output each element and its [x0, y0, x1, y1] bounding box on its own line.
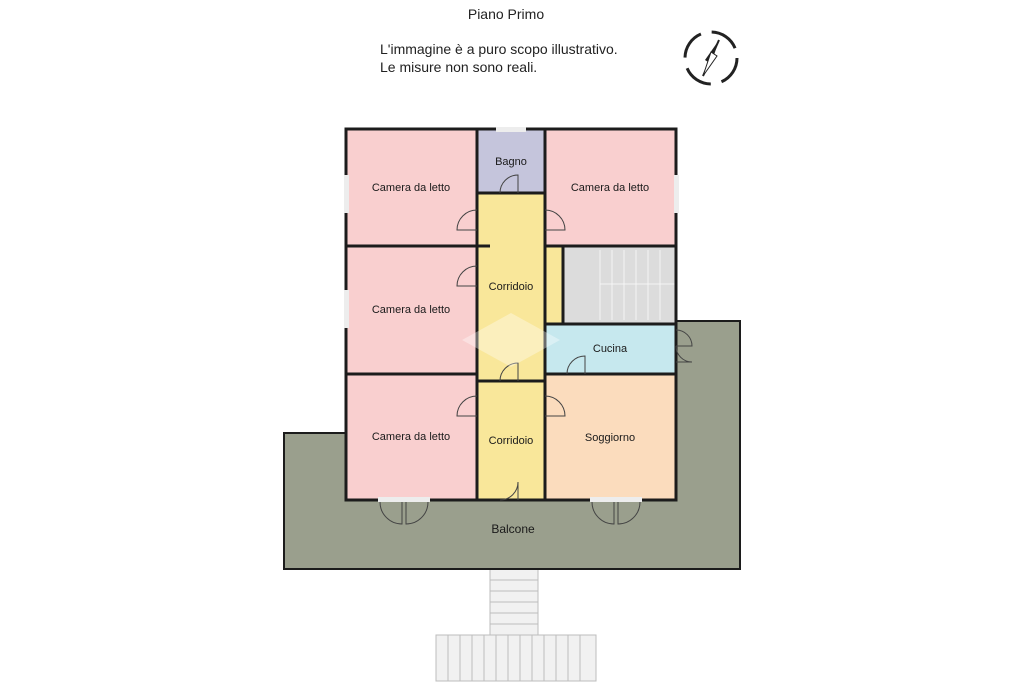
corridor-upper-area: [477, 193, 545, 381]
corridor-lower-area: [477, 381, 545, 500]
compass-icon: [683, 30, 739, 86]
bedroom-bottom-left-area: [346, 374, 477, 500]
room-label-balcony: Balcone: [491, 522, 535, 536]
room-label-bedroom-top-right: Camera da letto: [571, 182, 649, 194]
room-label-living-room: Soggiorno: [585, 432, 635, 444]
room-label-corridor-upper: Corridoio: [489, 281, 534, 293]
bathroom-area: [477, 129, 545, 193]
kitchen-area: [545, 324, 676, 374]
indoor-stairs: [599, 250, 676, 320]
outdoor-stairs: [435, 568, 597, 682]
watermark-logo: [462, 313, 560, 367]
room-label-bedroom-bottom-left: Camera da letto: [372, 431, 450, 443]
bedroom-top-left-area: [346, 129, 477, 246]
stairwell-area: [563, 246, 676, 324]
room-label-bathroom: Bagno: [495, 156, 527, 168]
doors: [379, 174, 693, 525]
disclaimer-line-2: Le misure non sono reali.: [380, 59, 538, 75]
bedroom-top-right-area: [545, 129, 676, 246]
living-room-area: [545, 374, 676, 500]
windows: [344, 127, 679, 502]
room-label-kitchen: Cucina: [593, 343, 628, 355]
room-label-corridor-lower: Corridoio: [489, 435, 534, 447]
disclaimer: L'immagine è a puro scopo illustrativo. …: [380, 40, 618, 76]
room-label-bedroom-middle-left: Camera da letto: [372, 304, 450, 316]
disclaimer-line-1: L'immagine è a puro scopo illustrativo.: [380, 41, 618, 57]
room-label-bedroom-top-left: Camera da letto: [372, 182, 450, 194]
floor-title: Piano Primo: [467, 6, 545, 22]
landing-area: [545, 246, 563, 324]
bedroom-middle-left-area: [346, 246, 477, 374]
